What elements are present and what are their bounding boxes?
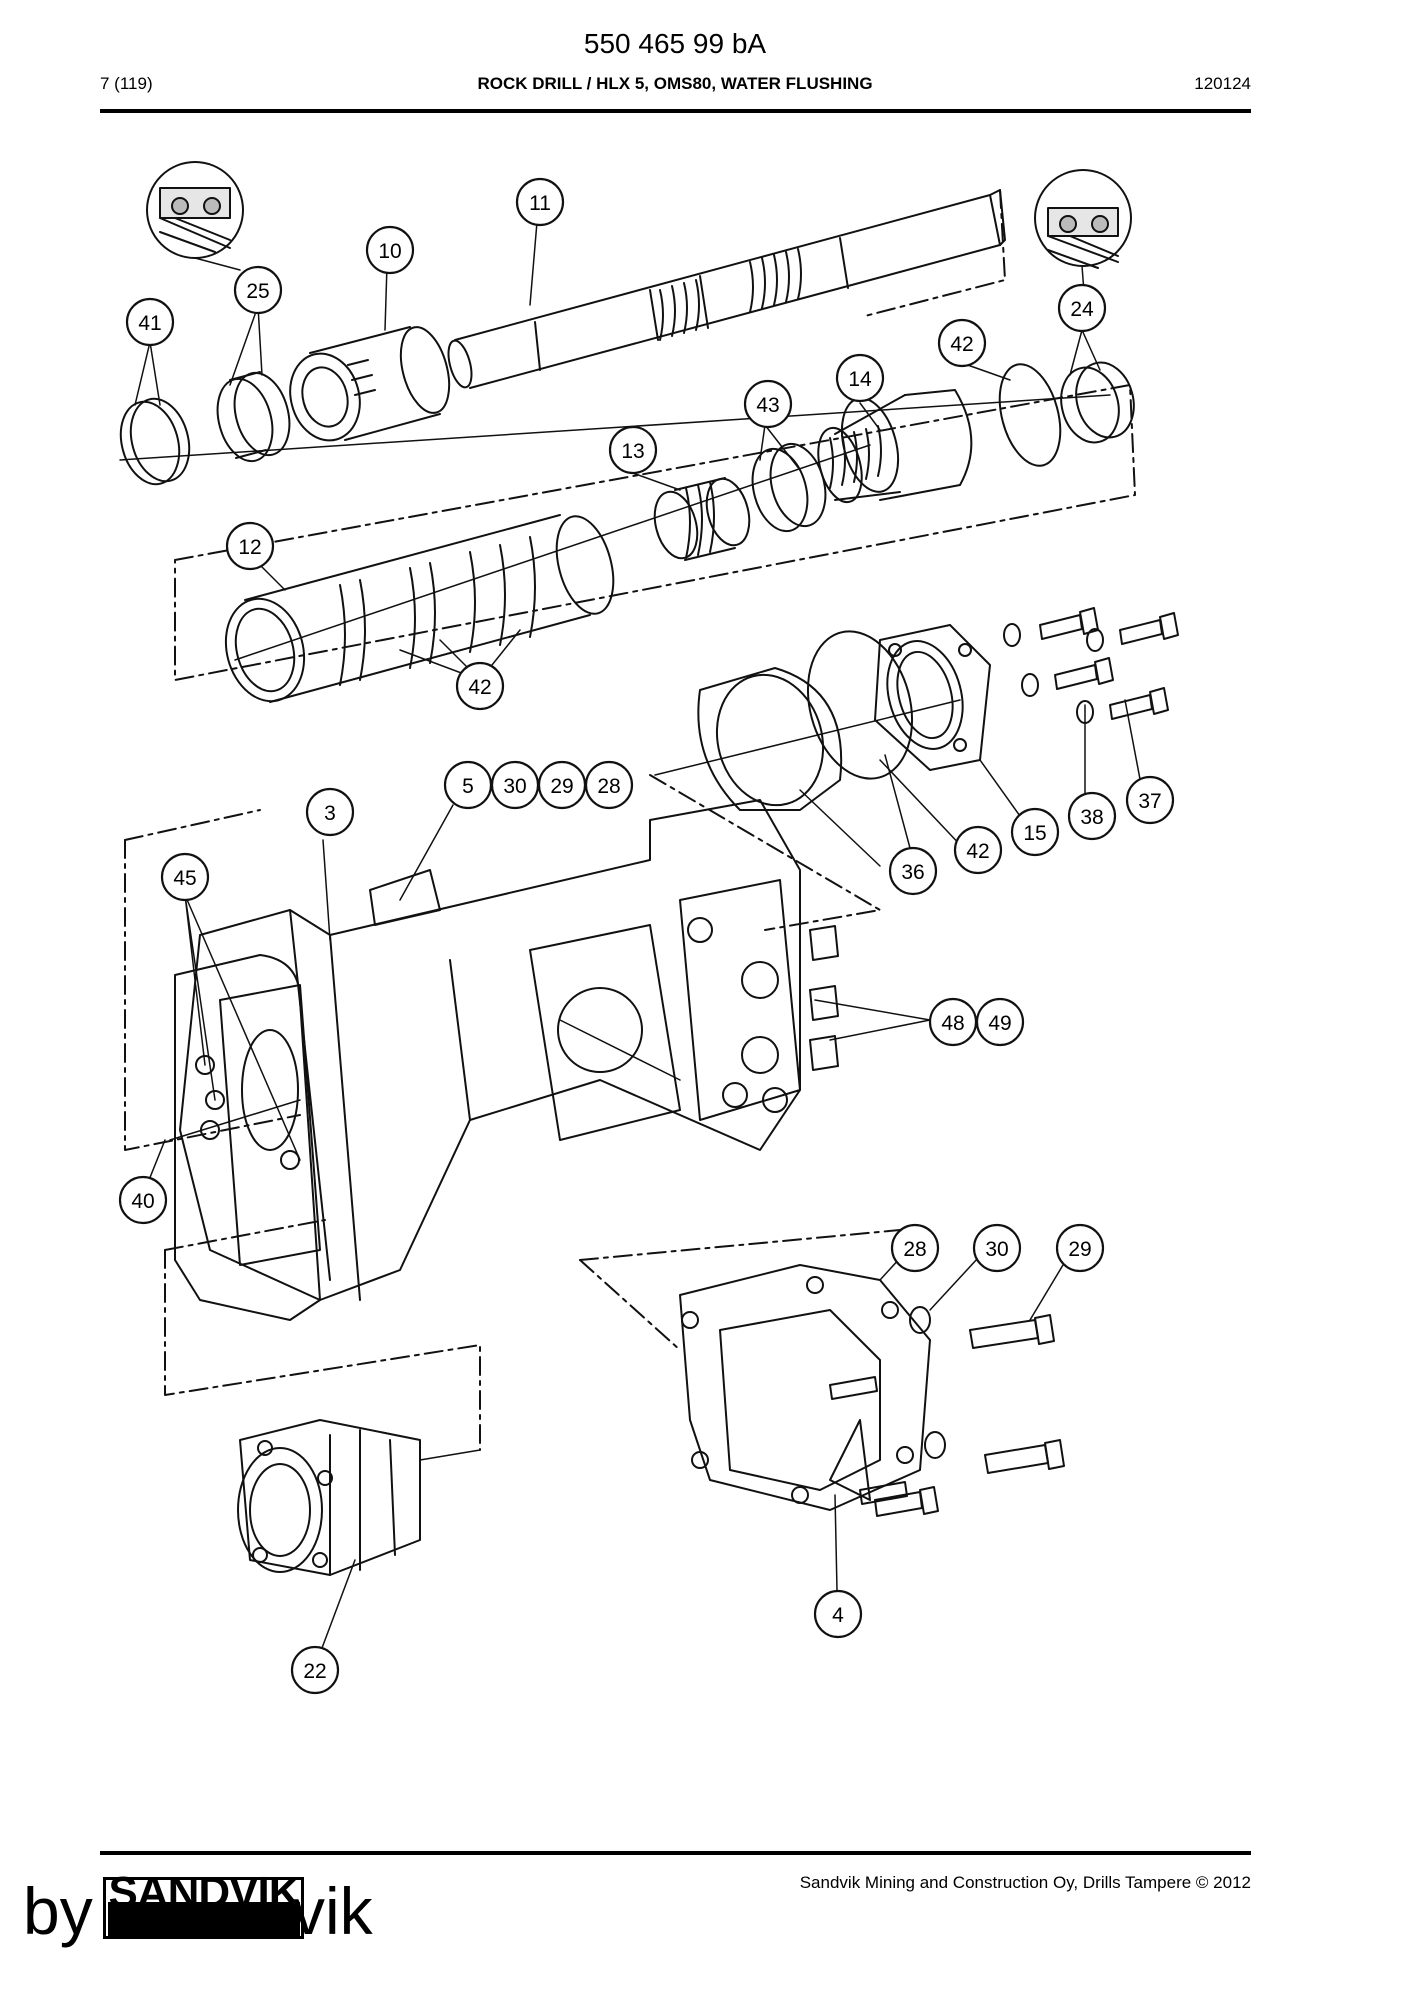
page-number: 7 (119): [100, 74, 153, 93]
callout-29-housing: 29: [550, 775, 573, 798]
washer-30: [909, 1306, 946, 1459]
seal-43: [751, 442, 827, 533]
callout-4: 4: [832, 1604, 844, 1627]
screws-45: [195, 1055, 300, 1170]
callout-circles: [118, 177, 1175, 1695]
callout-22: 22: [303, 1660, 326, 1683]
callout-15: 15: [1023, 822, 1046, 845]
callout-42-top: 42: [950, 333, 973, 356]
document-date: 120124: [1194, 74, 1251, 93]
motor-22: [237, 1419, 421, 1576]
callout-5: 5: [462, 775, 474, 798]
redaction-bar: [108, 1902, 300, 1936]
callout-49: 49: [988, 1012, 1011, 1035]
callout-42-flange: 42: [966, 840, 989, 863]
footer-rule: [100, 1851, 1251, 1855]
callout-43: 43: [756, 394, 779, 417]
document-number: 550 465 99 bA: [583, 28, 767, 59]
callout-45: 45: [173, 867, 196, 890]
bushing-10: [289, 326, 451, 442]
o-ring-42-top: [998, 363, 1062, 467]
callout-36: 36: [901, 861, 924, 884]
bushing-13: [653, 477, 751, 561]
piston-12: [224, 514, 615, 703]
page-title: ROCK DRILL / HLX 5, OMS80, WATER FLUSHIN…: [477, 74, 873, 93]
watermark-prefix: by: [23, 1874, 93, 1948]
callout-37: 37: [1138, 790, 1161, 813]
watermark-suffix: vik: [292, 1874, 373, 1948]
callout-28-cover: 28: [903, 1238, 926, 1261]
copyright-text: Sandvik Mining and Construction Oy, Dril…: [799, 1873, 1251, 1892]
callout-10: 10: [378, 240, 401, 263]
seal-40: [174, 954, 321, 1321]
sandvik-logo-frame: [103, 1877, 304, 1939]
callout-3: 3: [324, 802, 336, 825]
o-ring-41: [119, 397, 191, 486]
callout-12: 12: [238, 536, 261, 559]
callout-48: 48: [941, 1012, 964, 1035]
callout-28-housing: 28: [597, 775, 620, 798]
o-ring-42-flange: [806, 630, 914, 780]
bolt-37: [1039, 607, 1179, 720]
seal-detail-inset-right: [1034, 169, 1132, 269]
shank-11: [447, 189, 1006, 389]
callout-24: 24: [1070, 298, 1094, 321]
callout-38: 38: [1080, 806, 1103, 829]
callout-30-cover: 30: [985, 1238, 1008, 1261]
cover-4: [679, 1264, 931, 1511]
callout-11: 11: [529, 192, 551, 215]
seal-24: [1060, 361, 1135, 444]
screw-29: [874, 1314, 1065, 1517]
seal-25: [216, 371, 291, 463]
guide-14: [817, 389, 973, 504]
callout-13: 13: [621, 440, 644, 463]
callout-25: 25: [246, 280, 269, 303]
callout-40: 40: [131, 1190, 154, 1213]
header-rule: [100, 109, 1251, 113]
callout-41: 41: [138, 312, 161, 335]
callout-14: 14: [848, 368, 872, 391]
callout-30-housing: 30: [503, 775, 526, 798]
seal-detail-inset-left: [146, 161, 244, 259]
callout-29-cover: 29: [1068, 1238, 1091, 1261]
callout-42-piston: 42: [468, 676, 491, 699]
flange-15: [874, 624, 991, 771]
washer-38: [1003, 623, 1104, 724]
leader-lines: [134, 221, 1144, 1649]
housing-3: [179, 799, 839, 1301]
